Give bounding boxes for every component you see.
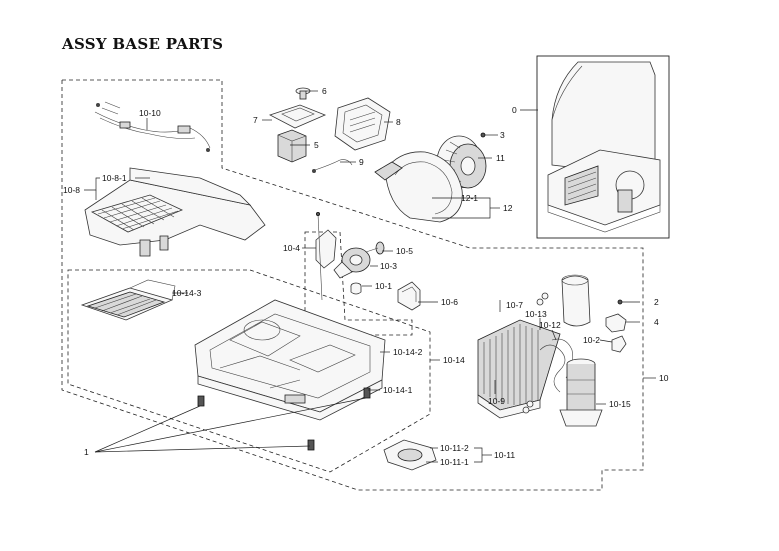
- label-10-12: 10-12: [539, 320, 561, 330]
- label-10-13: 10-13: [525, 309, 547, 319]
- label-10-11-1: 10-11-1: [440, 457, 469, 467]
- label-10-6: 10-6: [441, 297, 458, 307]
- label-10-10: 10-10: [139, 108, 161, 118]
- part-2-screw: [617, 299, 623, 305]
- subassembly-10-4-outline: [304, 231, 413, 336]
- label-10-9: 10-9: [488, 396, 505, 406]
- part-7-cover: [268, 104, 327, 129]
- label-7: 7: [253, 115, 258, 125]
- part-6-knob: [295, 87, 311, 100]
- label-6: 6: [322, 86, 327, 96]
- label-10-1: 10-1: [375, 281, 392, 291]
- label-10-2: 10-2: [583, 335, 600, 345]
- part-10-9-condenser-frame: [477, 394, 541, 419]
- label-12: 12: [503, 203, 513, 213]
- assembly-10-outline: [61, 79, 644, 491]
- label-10: 10: [659, 373, 669, 383]
- label-10-14-1: 10-14-1: [383, 385, 413, 395]
- part-10-10-wire-harness: [94, 101, 211, 152]
- label-3: 3: [500, 130, 505, 140]
- part-10-11-drain-pan: [383, 439, 437, 471]
- label-10-14-2: 10-14-2: [393, 347, 423, 357]
- leader-lines: [84, 90, 656, 463]
- label-0: 0: [512, 105, 517, 115]
- label-2: 2: [654, 297, 659, 307]
- part-5-holder: [277, 129, 307, 163]
- page-title: ASSY BASE PARTS: [61, 35, 223, 53]
- part-3-screw: [480, 132, 486, 138]
- part-10-13-pipe: [536, 292, 566, 393]
- part-8-control-panel: [334, 97, 391, 151]
- part-labels: 0 6 7 5 8 9 3 11 12-1 12 10-10 10-8 10-8…: [63, 86, 669, 467]
- label-10-11: 10-11: [494, 450, 515, 460]
- part-10-6-bracket: [397, 281, 421, 311]
- label-10-15: 10-15: [609, 399, 631, 409]
- label-10-3: 10-3: [380, 261, 397, 271]
- label-10-4: 10-4: [283, 243, 300, 253]
- part-12-scroll-housing: [374, 151, 463, 223]
- label-10-14-3: 10-14-3: [172, 288, 202, 298]
- part-10-14-base-pan: [194, 299, 386, 421]
- label-10-11-2: 10-11-2: [440, 443, 469, 453]
- label-10-7: 10-7: [506, 300, 523, 310]
- label-10-8-1: 10-8-1: [102, 173, 127, 183]
- part-10-4-motor-bracket: [315, 211, 337, 301]
- full-unit-box: [536, 55, 670, 239]
- label-10-14: 10-14: [443, 355, 465, 365]
- part-0-full-unit: [547, 61, 661, 233]
- label-5: 5: [314, 140, 319, 150]
- part-1-feet: [197, 387, 371, 451]
- part-10-3-fan-motor: [333, 247, 371, 279]
- label-4: 4: [654, 317, 659, 327]
- label-11: 11: [496, 153, 505, 163]
- part-10-15-compressor: [559, 358, 603, 427]
- accumulator-shell: [561, 274, 591, 327]
- part-10-14-3-filter: [80, 279, 176, 321]
- part-4-clamp: [605, 313, 627, 333]
- part-10-5-motor-shaft: [365, 241, 385, 255]
- part-10-1-bushing: [350, 282, 362, 295]
- label-1: 1: [84, 447, 89, 457]
- label-10-8: 10-8: [63, 185, 80, 195]
- part-10-8-evaporator-frame: [84, 167, 266, 257]
- label-9: 9: [359, 157, 364, 167]
- label-8: 8: [396, 117, 401, 127]
- assembly-10-14-outline: [67, 269, 431, 473]
- part-10-2-valve: [611, 335, 627, 353]
- part-9-sensor-wire: [312, 159, 353, 173]
- label-12-1: 12-1: [461, 193, 478, 203]
- label-10-5: 10-5: [396, 246, 413, 256]
